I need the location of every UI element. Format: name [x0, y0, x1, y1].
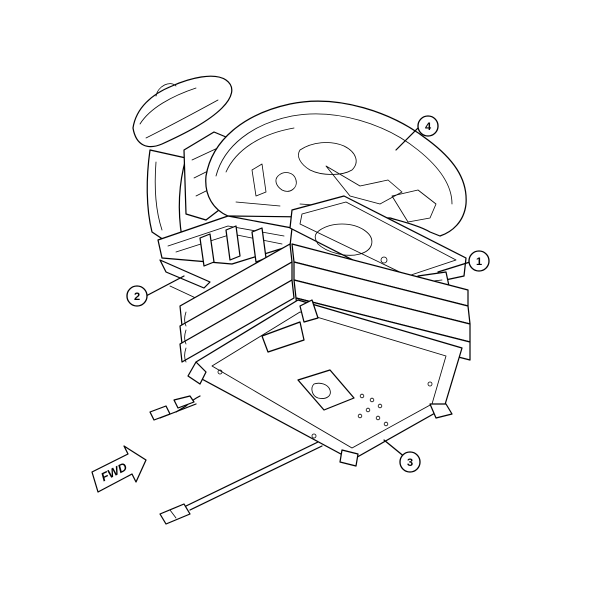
callout-4: 4	[417, 115, 439, 137]
callout-3-circle	[399, 451, 421, 473]
callout-3: 3	[399, 451, 421, 473]
callout-1-label: 1	[476, 256, 482, 268]
forward-arrow-icon: FWD	[91, 445, 147, 493]
callout-2-circle	[126, 285, 148, 307]
callout-leaders	[145, 125, 471, 459]
suspension-base-assembly	[179, 243, 471, 467]
callout-2: 2	[126, 285, 148, 307]
callout-1-circle	[468, 250, 490, 272]
seat-cushion-assembly	[132, 75, 467, 245]
callout-4-label: 4	[425, 121, 432, 133]
callout-3-label: 3	[407, 457, 413, 469]
callout-2-label: 2	[134, 291, 140, 303]
track-riser-assembly	[157, 215, 293, 301]
callout-4-circle	[417, 115, 439, 137]
callout-1: 1	[468, 250, 490, 272]
wiring-harness	[149, 395, 323, 525]
